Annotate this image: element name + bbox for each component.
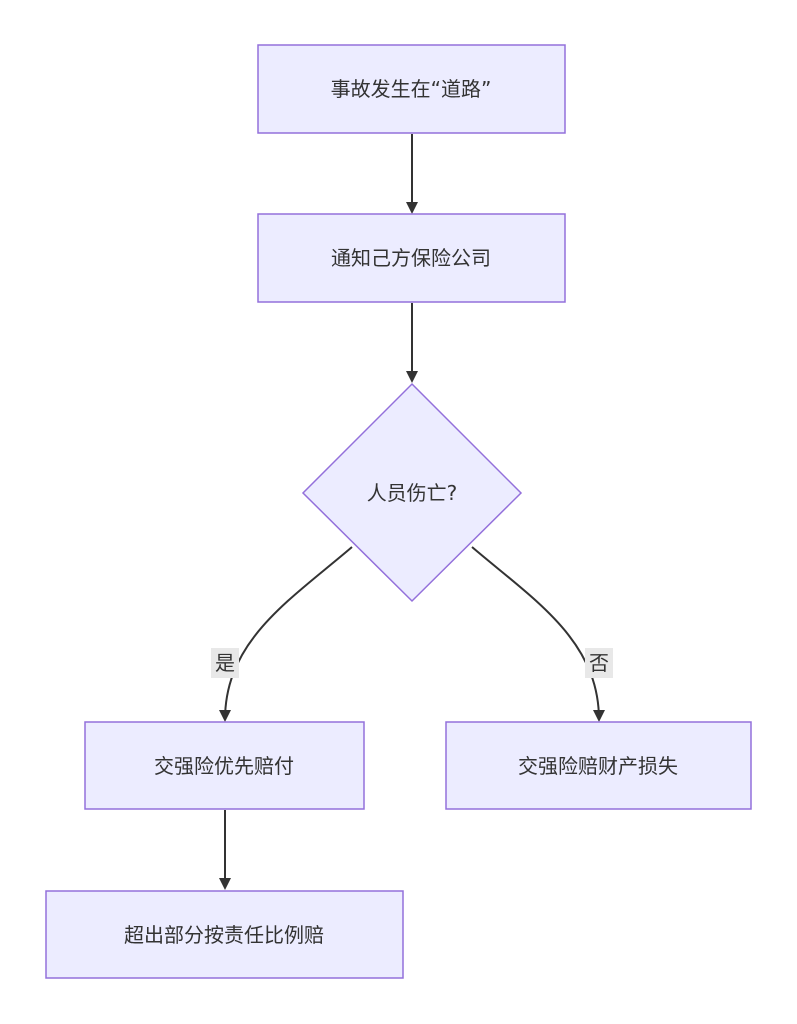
svg-text:否: 否 bbox=[589, 651, 609, 675]
svg-text:超出部分按责任比例赔: 超出部分按责任比例赔 bbox=[124, 923, 324, 947]
node-notify: 通知己方保险公司 bbox=[257, 213, 566, 303]
edge-casualty-no bbox=[471, 546, 605, 722]
node-excess: 超出部分按责任比例赔 bbox=[45, 890, 404, 979]
node-priority-pay: 交强险优先赔付 bbox=[84, 721, 365, 810]
node-accident: 事故发生在“道路” bbox=[257, 44, 566, 134]
edge-label-yes: 是 bbox=[211, 648, 239, 678]
node-casualty-decision: 人员伤亡? bbox=[301, 382, 523, 603]
svg-text:交强险赔财产损失: 交强险赔财产损失 bbox=[518, 754, 678, 778]
svg-text:事故发生在“道路”: 事故发生在“道路” bbox=[331, 77, 492, 101]
svg-text:是: 是 bbox=[215, 651, 235, 675]
node-property-loss: 交强险赔财产损失 bbox=[445, 721, 752, 810]
edge-label-no: 否 bbox=[585, 648, 613, 678]
edge-casualty-yes bbox=[219, 546, 353, 722]
svg-text:人员伤亡?: 人员伤亡? bbox=[367, 481, 458, 505]
svg-text:通知己方保险公司: 通知己方保险公司 bbox=[331, 246, 491, 270]
svg-text:交强险优先赔付: 交强险优先赔付 bbox=[154, 754, 294, 778]
